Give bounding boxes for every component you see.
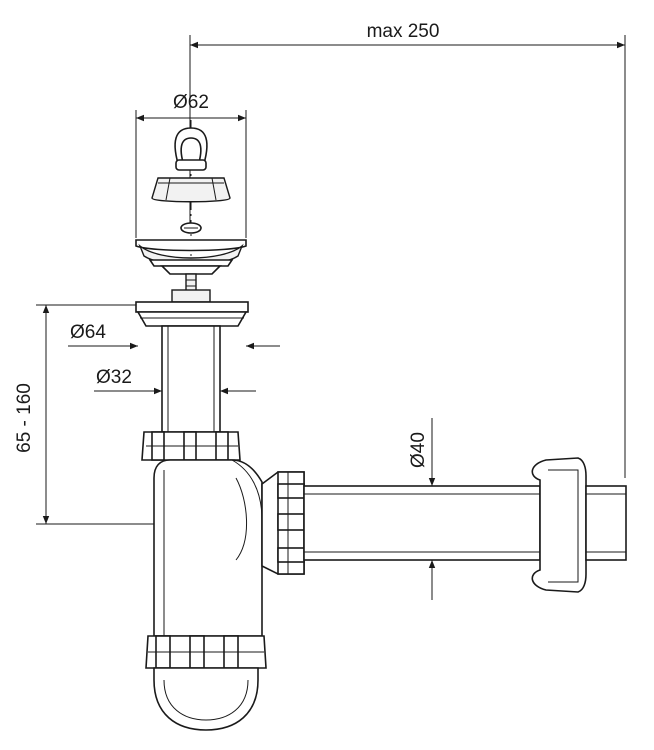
strainer-diameter-label: Ø62 [173, 92, 209, 113]
lower-nut [145, 635, 267, 669]
side-outlet-nut [261, 471, 305, 575]
horizontal-pipe [303, 485, 541, 561]
dimension-outlet-diameter: Ø64 [68, 322, 280, 350]
outlet-diameter-label: Ø64 [70, 322, 106, 343]
pipe-diameter-label: Ø40 [408, 432, 429, 468]
dimension-max-width: max 250 [189, 21, 626, 478]
connecting-bolt [171, 273, 211, 305]
dimension-tube-diameter: Ø32 [94, 367, 256, 395]
upper-nut [141, 431, 241, 461]
stopper-plug [151, 127, 231, 203]
dimension-strainer-diameter: Ø62 [135, 92, 247, 238]
strainer-grate [135, 222, 247, 275]
trap-body [153, 459, 263, 637]
tube-diameter-label: Ø32 [96, 367, 132, 388]
wall-rosette [531, 457, 627, 593]
height-range-label: 65 - 160 [14, 383, 35, 453]
outlet-flange [135, 301, 249, 327]
max-width-label: max 250 [367, 21, 440, 42]
bottom-cup [153, 667, 259, 731]
vertical-tube [161, 325, 221, 433]
